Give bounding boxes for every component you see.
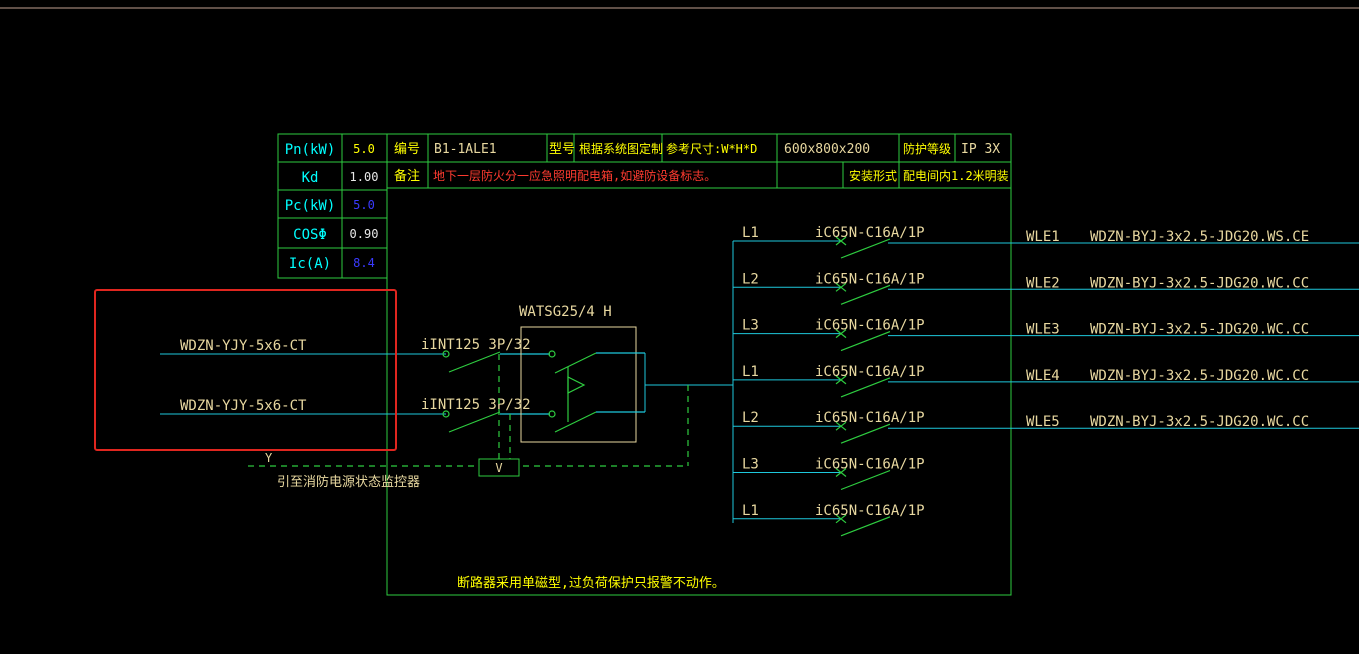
incoming-cable-2: WDZN-YJY-5x6-CT: [180, 398, 307, 414]
branch-cable-4: WDZN-BYJ-3x2.5-JDG20.WC.CC: [1090, 368, 1309, 384]
branch-phase-6: L3: [742, 457, 759, 473]
branch-breaker-blade-6: [840, 469, 891, 491]
branch-cable-5: WDZN-BYJ-3x2.5-JDG20.WC.CC: [1090, 414, 1309, 430]
branch-phase-7: L1: [742, 503, 759, 519]
param-value-cos: 0.90: [350, 227, 379, 241]
branch-breaker-blade-4: [840, 377, 891, 398]
branch-breaker-x2-6: [835, 468, 847, 477]
param-label-ic: Ic(A): [289, 256, 331, 272]
branch-breaker-1: iC65N-C16A/1P: [815, 225, 925, 241]
incoming-feeders: [160, 353, 446, 415]
branch-phase-2: L2: [742, 271, 759, 287]
monitor-y-label: Y: [265, 451, 273, 465]
incoming-breaker-1: iINT125 3P/32: [421, 337, 531, 353]
branch-circuit-4: WLE4: [1026, 368, 1060, 384]
monitor-dashed-lines: [248, 354, 689, 467]
branch-cable-1: WDZN-BYJ-3x2.5-JDG20.WS.CE: [1090, 229, 1309, 245]
voltage-monitor-box: [478, 458, 520, 477]
branch-breaker-3: iC65N-C16A/1P: [815, 318, 925, 334]
params-table: [277, 133, 388, 279]
voltage-monitor-label: V: [495, 461, 502, 475]
branch-breaker-blade-5: [840, 423, 891, 444]
enclosure-frame: [386, 187, 1012, 596]
branch-phase-4: L1: [742, 364, 759, 380]
branch-phase-3: L3: [742, 318, 759, 334]
branch-breaker-x2-5: [835, 421, 847, 431]
header-remark-label: 备注: [394, 168, 420, 184]
header-install-label: 安装形式: [849, 168, 897, 183]
branch-cable-2: WDZN-BYJ-3x2.5-JDG20.WC.CC: [1090, 275, 1309, 291]
incoming-breaker-2: iINT125 3P/32: [421, 397, 531, 413]
branch-breaker-x2-1: [835, 236, 847, 246]
ats-box: [520, 326, 637, 443]
branch-phase-1: L1: [742, 225, 759, 241]
param-label-pc: Pc(kW): [285, 198, 336, 214]
incoming-breaker-symbols: [442, 350, 550, 433]
branch-breaker-blade-7: [840, 516, 891, 537]
param-value-ic: 8.4: [353, 256, 375, 270]
ats-switch-symbol: [548, 350, 645, 433]
branch-breaker-blade-2: [840, 284, 891, 305]
header-number-label: 编号: [394, 142, 420, 157]
param-label-kd: Kd: [302, 170, 319, 186]
branch-breaker-blade-3: [840, 331, 891, 352]
header-size-value: 600x800x200: [784, 142, 870, 157]
param-value-pn: 5.0: [353, 142, 375, 156]
header-protection-value: IP 3X: [961, 142, 1000, 157]
param-value-kd: 1.00: [350, 170, 379, 184]
header-install-value: 配电间内1.2米明装: [903, 169, 1009, 183]
branch-circuit-2: WLE2: [1026, 275, 1060, 291]
branch-phase-5: L2: [742, 410, 759, 426]
header-remark-value: 地下一层防火分一应急照明配电箱,如避防设备标志。: [433, 168, 716, 183]
header-size-label: 参考尺寸:W*H*D: [666, 141, 757, 156]
branch-breaker-5: iC65N-C16A/1P: [815, 410, 925, 426]
branch-breaker-4: iC65N-C16A/1P: [815, 364, 925, 380]
branch-breaker-x2-2: [835, 282, 847, 292]
branch-cable-3: WDZN-BYJ-3x2.5-JDG20.WC.CC: [1090, 322, 1309, 338]
branch-breaker-2: iC65N-C16A/1P: [815, 271, 925, 287]
header-model-value: 根据系统图定制: [579, 141, 663, 156]
param-label-pn: Pn(kW): [285, 142, 336, 158]
branch-breaker-x2-4: [835, 375, 847, 385]
monitor-note: 引至消防电源状态监控器: [277, 474, 420, 490]
incoming-cable-1: WDZN-YJY-5x6-CT: [180, 338, 307, 354]
header-protection-label: 防护等级: [903, 141, 951, 156]
branch-breaker-blade-1: [840, 238, 891, 259]
ats-label: WATSG25/4 H: [519, 304, 612, 320]
param-value-pc: 5.0: [353, 198, 375, 212]
branch-breaker-7: iC65N-C16A/1P: [815, 503, 925, 519]
header-number-value: B1-1ALE1: [434, 142, 497, 157]
param-label-cos: COSΦ: [293, 227, 327, 243]
branch-breaker-x2-7: [835, 514, 847, 524]
branch-circuit-3: WLE3: [1026, 322, 1060, 338]
branch-breaker-6: iC65N-C16A/1P: [815, 457, 925, 473]
header-model-label: 型号: [549, 142, 575, 157]
highlight-box: [94, 289, 397, 451]
branch-circuit-1: WLE1: [1026, 229, 1060, 245]
branch-breaker-x2-3: [835, 329, 847, 339]
branch-circuit-5: WLE5: [1026, 414, 1060, 430]
footer-note: 断路器采用单磁型,过负荷保护只报警不动作。: [457, 575, 725, 591]
